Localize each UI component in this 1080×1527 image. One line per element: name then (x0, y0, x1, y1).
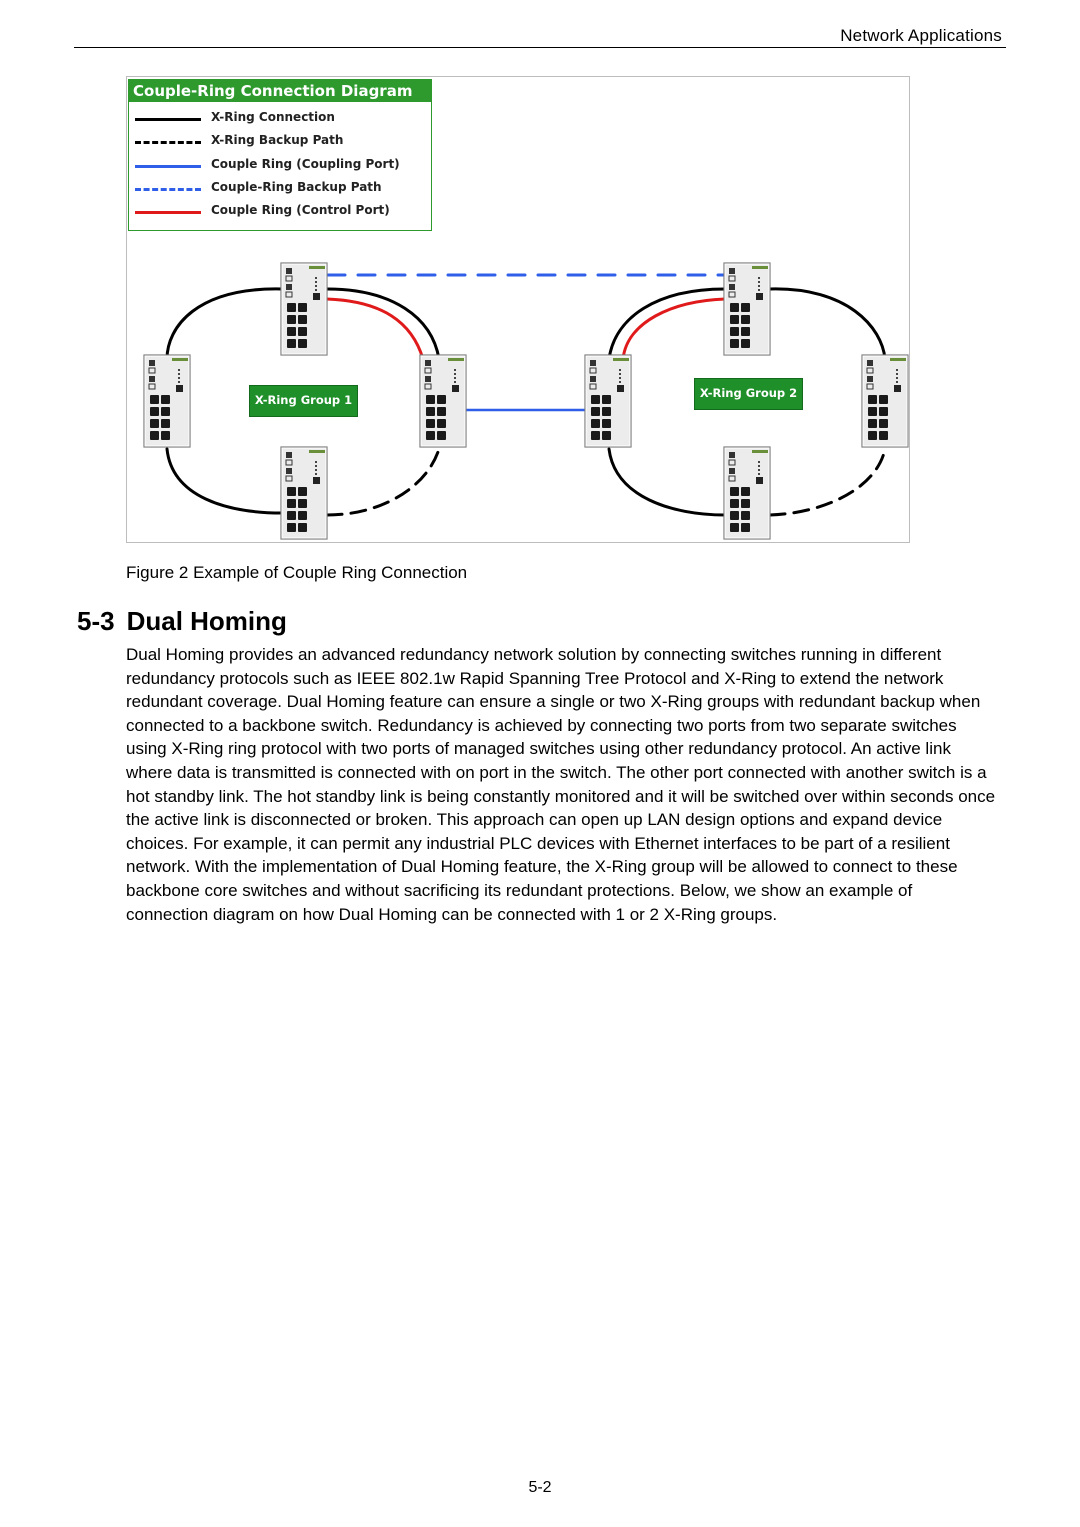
switch-ring2-bottom (723, 446, 771, 540)
switch-ring1-top (280, 262, 328, 356)
legend-label: Couple Ring (Control Port) (211, 203, 390, 217)
legend-item-xring-backup: X-Ring Backup Path (129, 132, 429, 152)
header-rule (74, 47, 1006, 48)
section-number: 5-3 (77, 606, 115, 636)
legend-swatch-solid-blue (135, 165, 201, 168)
ring2-bottom-left-link (607, 447, 727, 517)
legend-item-control-port: Couple Ring (Control Port) (129, 202, 429, 222)
ring1-control-red-link (325, 297, 425, 361)
legend-item-couple-backup: Couple-Ring Backup Path (129, 179, 429, 199)
switch-ring1-right (419, 354, 467, 448)
legend-swatch-dashed-black (135, 141, 201, 144)
ring1-backup-dashed-link (325, 447, 441, 517)
page-number: 5-2 (528, 1479, 552, 1496)
switch-ring2-top (723, 262, 771, 356)
ring2-control-red-link (621, 297, 727, 361)
legend-swatch-dashed-blue (135, 188, 201, 191)
diagram-legend: Couple-Ring Connection Diagram X-Ring Co… (128, 79, 432, 231)
section-heading: 5-3 Dual Homing (77, 606, 287, 637)
legend-title: Couple-Ring Connection Diagram (129, 80, 431, 102)
switch-ring1-bottom (280, 446, 328, 540)
legend-item-xring-connection: X-Ring Connection (129, 109, 429, 129)
legend-swatch-solid-red (135, 211, 201, 214)
figure-caption: Figure 2 Example of Couple Ring Connecti… (126, 563, 468, 582)
legend-label: X-Ring Backup Path (211, 133, 344, 147)
section-body-paragraph: Dual Homing provides an advanced redunda… (126, 645, 996, 924)
ring2-top-left-link (607, 287, 727, 361)
running-header: Network Applications (840, 26, 1002, 45)
legend-item-coupling-port: Couple Ring (Coupling Port) (129, 156, 429, 176)
legend-label: Couple Ring (Coupling Port) (211, 157, 400, 171)
legend-label: X-Ring Connection (211, 110, 335, 124)
ring1-top-right-link (325, 287, 441, 361)
switch-ring2-left (584, 354, 632, 448)
xring-group-1-label: X-Ring Group 1 (249, 385, 358, 417)
legend-label: Couple-Ring Backup Path (211, 180, 382, 194)
section-title: Dual Homing (126, 606, 287, 636)
xring-group-2-label: X-Ring Group 2 (694, 378, 803, 410)
legend-swatch-solid-black (135, 118, 201, 121)
ring2-backup-dashed-link (768, 447, 887, 517)
diagram-canvas (143, 262, 909, 540)
ring2-top-right-link (768, 287, 887, 361)
ring1-bottom-left-link (165, 447, 284, 515)
switch-ring2-right (861, 354, 909, 448)
switch-ring1-left (143, 354, 191, 448)
ring1-top-left-link (165, 287, 284, 361)
